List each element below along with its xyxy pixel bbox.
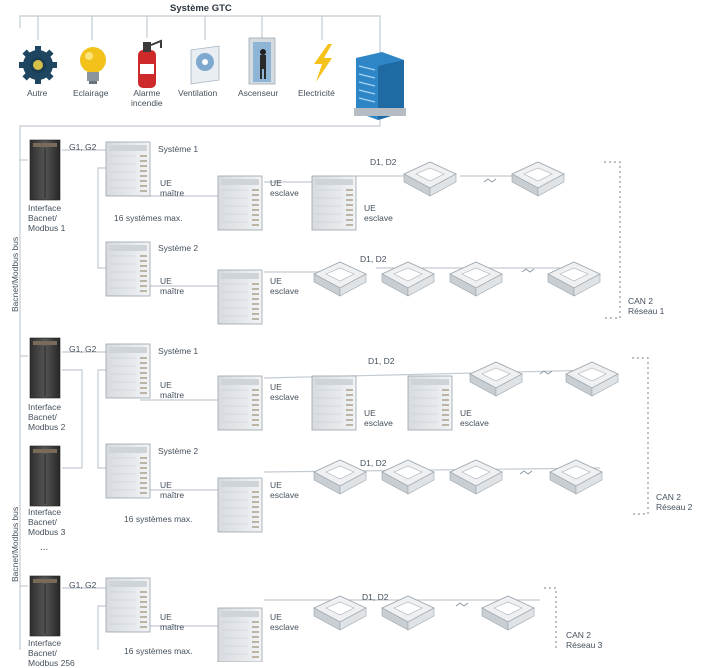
bulb-icon bbox=[80, 47, 106, 84]
icon-label-eclairage: Eclairage bbox=[73, 88, 109, 98]
system-1-label: Système 1 bbox=[158, 346, 199, 356]
indoor-cassette bbox=[381, 261, 435, 297]
ue-slave-s1-n2-b bbox=[311, 375, 357, 431]
indoor-cassette bbox=[469, 361, 523, 397]
interface-label-256: Interface Bacnet/ Modbus 256 bbox=[28, 638, 75, 668]
elevator-icon bbox=[248, 37, 276, 85]
ue-slave-label: UE esclave bbox=[460, 408, 489, 428]
ue-slave-s1-n1-b bbox=[311, 175, 357, 231]
indoor-cassette bbox=[313, 261, 367, 297]
ue-master-label: UE maître bbox=[160, 276, 185, 296]
interface-cabinet-1 bbox=[29, 139, 61, 201]
d-label: D1, D2 bbox=[360, 458, 387, 468]
ue-slave-s2-n2 bbox=[217, 477, 263, 533]
ue-slave-label: UE esclave bbox=[270, 382, 299, 402]
indoor-cassette bbox=[511, 161, 565, 197]
icon-label-autre: Autre bbox=[27, 88, 48, 98]
indoor-cassette bbox=[381, 595, 435, 631]
ue-slave-n3 bbox=[217, 607, 263, 662]
extinguisher-icon bbox=[138, 39, 162, 88]
icon-label-electricite: Electricité bbox=[298, 88, 335, 98]
ue-slave-label: UE esclave bbox=[270, 276, 299, 296]
ue-master-s1-n1 bbox=[105, 141, 151, 197]
ue-slave-s1-n2-a bbox=[217, 375, 263, 431]
d-label: D1, D2 bbox=[370, 157, 397, 167]
interface-label-3: Interface Bacnet/ Modbus 3 bbox=[28, 507, 66, 537]
ue-master-s1-n2 bbox=[105, 343, 151, 399]
indoor-cassette bbox=[449, 459, 503, 495]
indoor-cassette bbox=[565, 361, 619, 397]
d-label: D1, D2 bbox=[360, 254, 387, 264]
icon-label-ascenseur: Ascenseur bbox=[238, 88, 279, 98]
bus-label-top: Bacnet/Modbus bus bbox=[10, 236, 20, 312]
wiring bbox=[20, 149, 601, 650]
indoor-cassette bbox=[313, 459, 367, 495]
lightning-icon bbox=[314, 44, 332, 82]
ue-slave-s2-n1 bbox=[217, 269, 263, 325]
indoor-cassette bbox=[481, 595, 535, 631]
interface-ellipsis: ... bbox=[40, 542, 49, 553]
g-label-1: G1, G2 bbox=[69, 142, 97, 152]
max-systems-label: 16 systèmes max. bbox=[124, 646, 193, 656]
indoor-cassette bbox=[313, 595, 367, 631]
fan-icon bbox=[190, 45, 220, 85]
d-label: D1, D2 bbox=[362, 592, 389, 602]
g-label-2: G1, G2 bbox=[69, 344, 97, 354]
system-2-label: Système 2 bbox=[158, 446, 199, 456]
gtc-title: Système GTC bbox=[170, 3, 232, 14]
ue-master-label: UE maître bbox=[160, 380, 185, 400]
ue-slave-label: UE esclave bbox=[270, 178, 299, 198]
system-2-label: Système 2 bbox=[158, 243, 199, 253]
max-systems-label: 16 systèmes max. bbox=[124, 514, 193, 524]
interface-cabinet-3 bbox=[29, 445, 61, 507]
indoor-cassette bbox=[547, 261, 601, 297]
ue-master-label: UE maître bbox=[160, 612, 185, 632]
d-label: D1, D2 bbox=[368, 356, 395, 366]
ue-master-n3 bbox=[105, 577, 151, 633]
icon-label-ventilation: Ventilation bbox=[178, 88, 218, 98]
ue-slave-s1-n2-c bbox=[407, 375, 453, 431]
ue-slave-label: UE esclave bbox=[364, 408, 393, 428]
ue-slave-s1-n1-a bbox=[217, 175, 263, 231]
indoor-cassette bbox=[403, 161, 457, 197]
interface-label-1: Interface Bacnet/ Modbus 1 bbox=[28, 203, 66, 233]
ue-master-s2-n1 bbox=[105, 241, 151, 297]
interface-cabinet-2 bbox=[29, 337, 61, 399]
icon-label-alarme: Alarme incendie bbox=[131, 88, 163, 108]
gear-icon bbox=[19, 46, 57, 84]
max-systems-label: 16 systèmes max. bbox=[114, 213, 183, 223]
indoor-cassette bbox=[549, 459, 603, 495]
ue-slave-label: UE esclave bbox=[270, 480, 299, 500]
interface-cabinet-256 bbox=[29, 575, 61, 637]
gtc-frame bbox=[19, 15, 381, 650]
ue-master-s2-n2 bbox=[105, 443, 151, 499]
bus-label-bottom: Bacnet/Modbus bus bbox=[10, 506, 20, 582]
network-1-label: CAN 2 Réseau 1 bbox=[628, 296, 665, 316]
system-1-label: Système 1 bbox=[158, 144, 199, 154]
ue-master-label: UE maître bbox=[160, 178, 185, 198]
network-2-label: CAN 2 Réseau 2 bbox=[656, 492, 693, 512]
ue-slave-label: UE esclave bbox=[364, 203, 393, 223]
network-3-label: CAN 2 Réseau 3 bbox=[566, 630, 603, 650]
building-icon bbox=[354, 52, 406, 120]
interface-label-2: Interface Bacnet/ Modbus 2 bbox=[28, 402, 66, 432]
ue-master-label: UE maître bbox=[160, 480, 185, 500]
ue-slave-label: UE esclave bbox=[270, 612, 299, 632]
indoor-cassette bbox=[449, 261, 503, 297]
network-brackets bbox=[544, 161, 649, 650]
g-label-3: G1, G2 bbox=[69, 580, 97, 590]
indoor-cassette bbox=[381, 459, 435, 495]
